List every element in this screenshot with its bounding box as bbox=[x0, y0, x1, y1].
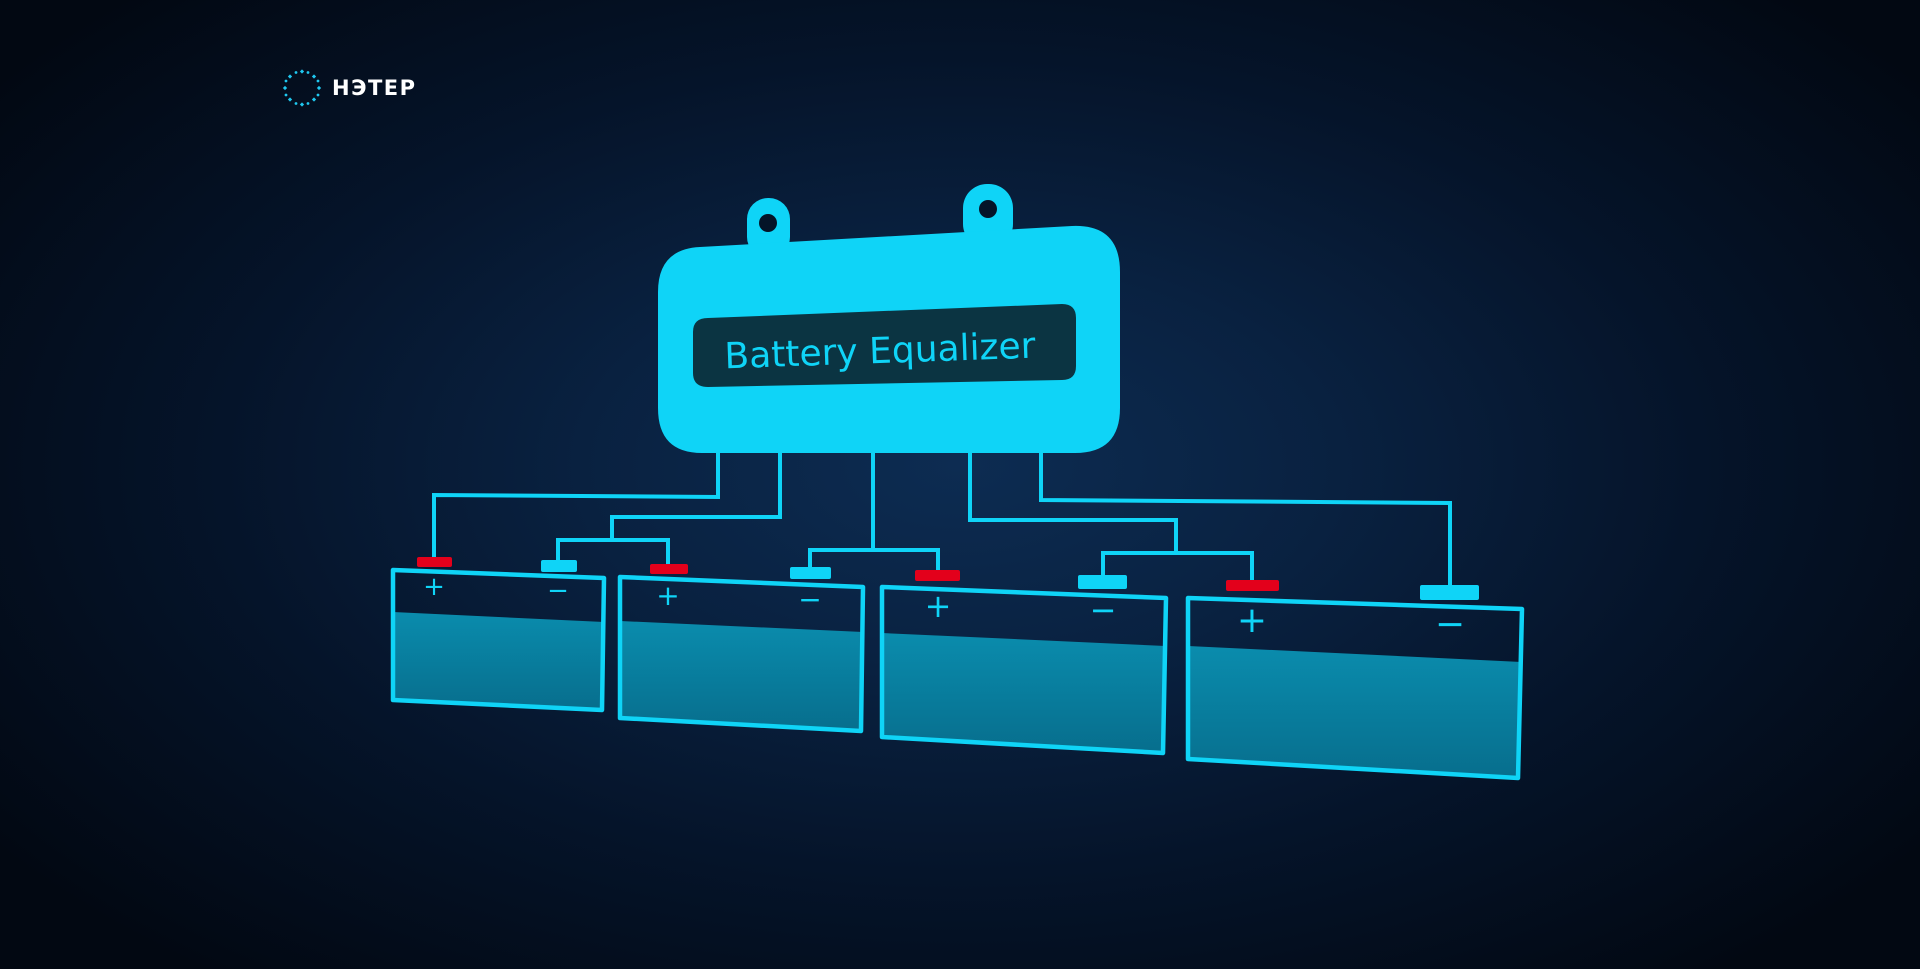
battery-equalizer-device: Battery Equalizer bbox=[658, 184, 1120, 453]
battery-charge-fill bbox=[620, 621, 863, 731]
negative-sign: − bbox=[798, 583, 821, 616]
negative-terminal bbox=[1078, 575, 1127, 589]
wire-battery1-positive bbox=[432, 452, 720, 560]
negative-terminal bbox=[790, 567, 831, 579]
positive-sign: + bbox=[1237, 600, 1267, 641]
battery-charge-fill bbox=[393, 612, 604, 710]
battery-case bbox=[617, 574, 866, 734]
wire-battery4-negative bbox=[1039, 452, 1452, 588]
battery-4: + − bbox=[1185, 580, 1525, 781]
dotted-ring-icon bbox=[282, 69, 322, 107]
positive-sign: + bbox=[656, 579, 679, 612]
battery-2: + − bbox=[617, 564, 866, 734]
equalizer-display bbox=[693, 304, 1076, 387]
battery-3: + − bbox=[879, 570, 1169, 756]
battery-charge-fill bbox=[1188, 646, 1522, 778]
positive-terminal bbox=[1226, 580, 1279, 591]
mounting-hole-icon bbox=[759, 214, 777, 232]
wire-battery4-positive-branch bbox=[1176, 551, 1254, 582]
connection-wires bbox=[432, 452, 1452, 588]
wire-battery2-negative-battery3-positive bbox=[808, 452, 875, 570]
negative-terminal bbox=[541, 560, 577, 572]
negative-sign: − bbox=[1090, 591, 1117, 629]
battery-1: + − bbox=[390, 557, 607, 713]
wire-battery3-negative-battery4-positive bbox=[968, 452, 1178, 578]
negative-sign: − bbox=[547, 576, 569, 606]
brand-logo[interactable]: НЭТЕР bbox=[282, 68, 417, 108]
wire-battery2-positive-branch bbox=[612, 538, 670, 567]
positive-terminal bbox=[417, 557, 452, 567]
positive-sign: + bbox=[925, 587, 952, 625]
mounting-hole-icon bbox=[979, 200, 997, 218]
wire-battery1-negative-battery2-positive bbox=[556, 452, 782, 563]
battery-case bbox=[879, 584, 1169, 756]
battery-charge-fill bbox=[882, 633, 1166, 753]
positive-terminal bbox=[915, 570, 960, 581]
positive-terminal bbox=[650, 564, 688, 574]
positive-sign: + bbox=[423, 572, 445, 602]
battery-case bbox=[390, 567, 607, 713]
negative-sign: − bbox=[1435, 604, 1465, 645]
wire-battery3-positive-branch bbox=[873, 548, 940, 573]
brand-name: НЭТЕР bbox=[332, 76, 417, 100]
negative-terminal bbox=[1420, 585, 1479, 600]
battery-case bbox=[1185, 595, 1525, 781]
